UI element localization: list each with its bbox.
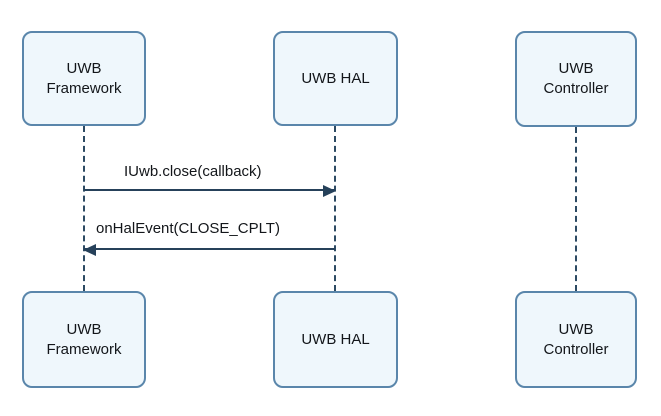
lifeline-uwb-hal: [334, 126, 336, 291]
participant-label: UWB Controller: [543, 320, 609, 358]
participant-uwb-controller-top[interactable]: UWB Controller: [515, 31, 637, 127]
participant-label: UWB Controller: [543, 60, 609, 97]
participant-uwb-hal-bottom[interactable]: UWB HAL: [273, 291, 398, 388]
arrowhead-left-icon: [83, 244, 96, 256]
participant-uwb-controller-bottom[interactable]: UWB Controller: [515, 291, 637, 388]
participant-label: UWB Framework: [46, 320, 122, 358]
participant-uwb-framework-bottom[interactable]: UWB Framework: [22, 291, 146, 388]
participant-label: UWB HAL: [301, 330, 370, 348]
participant-label: UWB HAL: [301, 69, 370, 87]
lifeline-uwb-framework: [83, 126, 85, 291]
message-label-iuwb-close: IUwb.close(callback): [124, 163, 262, 180]
participant-label: UWB Framework: [46, 59, 122, 97]
arrowhead-right-icon: [323, 185, 336, 197]
message-label-onhalevent-close-cplt: onHalEvent(CLOSE_CPLT): [96, 220, 280, 237]
participant-uwb-framework-top[interactable]: UWB Framework: [22, 31, 146, 126]
participant-uwb-hal-top[interactable]: UWB HAL: [273, 31, 398, 126]
message-arrow-onhalevent-close-cplt[interactable]: [83, 244, 335, 256]
lifeline-uwb-controller: [575, 127, 577, 291]
message-arrow-iuwb-close[interactable]: [84, 185, 336, 197]
